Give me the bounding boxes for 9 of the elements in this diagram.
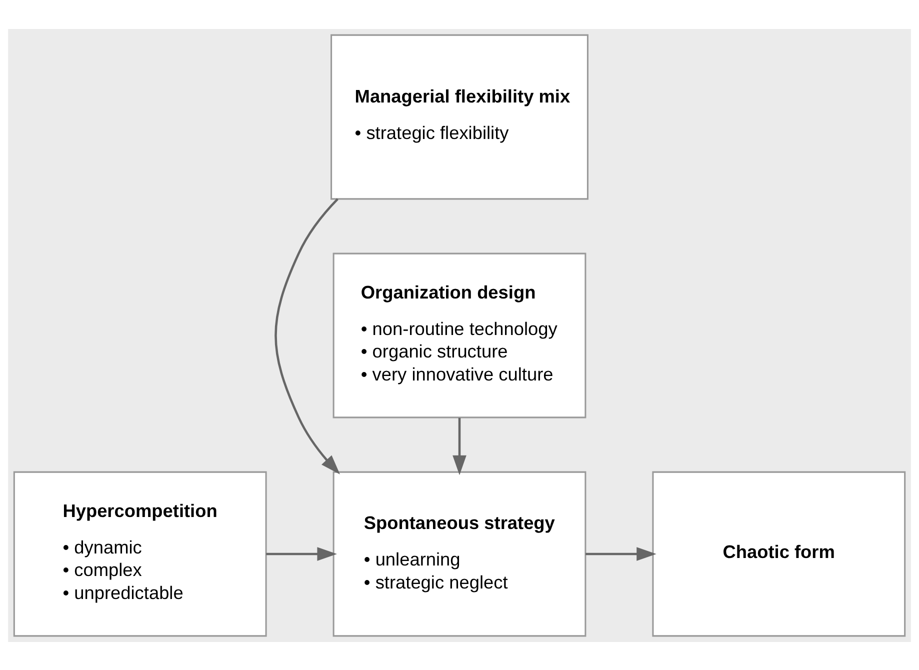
arrow: [452, 417, 466, 475]
node-box: Chaotic form: [652, 470, 906, 636]
node-box: Organization design • non-routine technology • organic structure • very innovative culture: [332, 252, 586, 418]
arrow: [274, 198, 340, 474]
node-box: Spontaneous strategy • unlearning • strategic neglect: [332, 470, 586, 636]
arrow: [266, 546, 337, 560]
node-box: Hypercompetition • dynamic • complex • unpredictable: [13, 470, 267, 636]
node-box: Managerial flexibility mix • strategic flexibility: [330, 34, 588, 200]
arrow: [586, 546, 656, 560]
